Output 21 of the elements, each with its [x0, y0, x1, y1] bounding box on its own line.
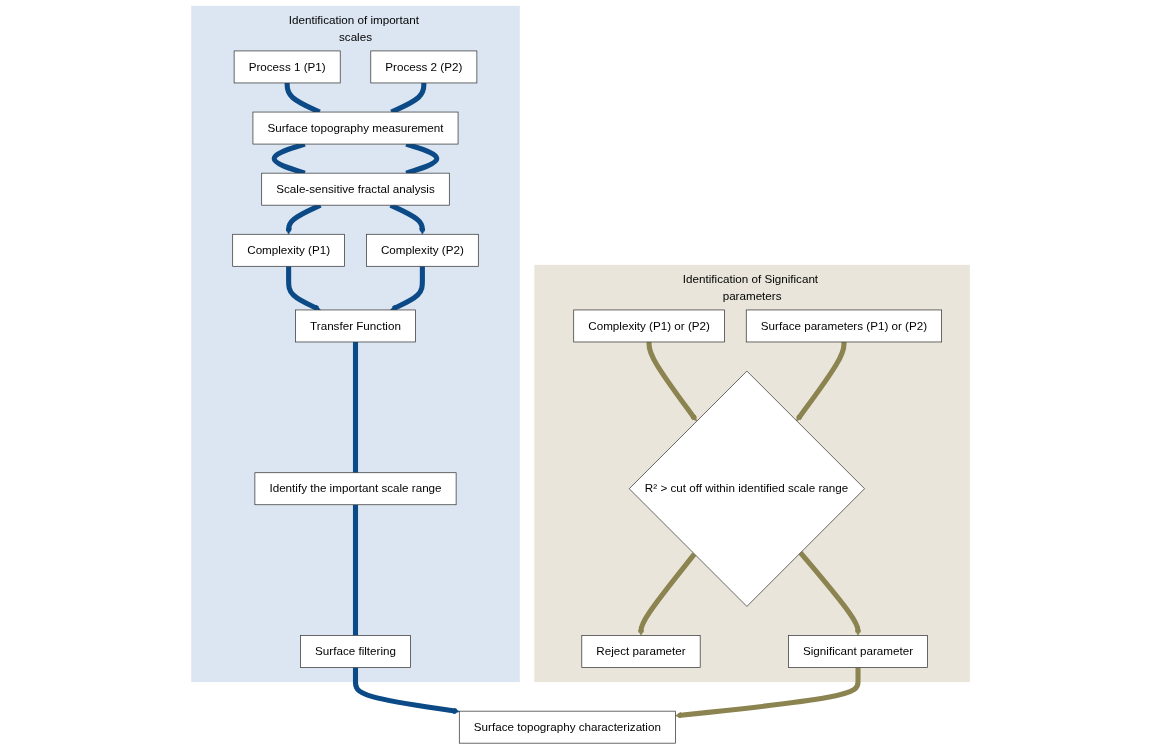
connector [352, 341, 359, 473]
node-box: Surface topography characterization [458, 710, 676, 744]
node-box: Transfer Function [295, 309, 416, 343]
node-box: Surface parameters (P1) or (P2) [745, 309, 942, 343]
arrow [798, 550, 862, 636]
connector [352, 504, 359, 636]
node-box: Significant parameter [788, 635, 928, 668]
node-box: Process 2 (P2) [370, 50, 478, 84]
node-box: Complexity (P1) or (P2) [573, 309, 725, 343]
node-box: Process 1 (P1) [233, 50, 341, 84]
node-box: Surface topography measurement [252, 111, 459, 145]
arrow [646, 341, 697, 422]
arrow [796, 341, 847, 422]
node-box: Complexity (P1) [232, 233, 345, 267]
node-box: Complexity (P2) [366, 233, 479, 267]
node-box: Scale-sensitive fractal analysis [261, 172, 450, 206]
node-box: Identify the important scale range [254, 472, 457, 506]
arrow [637, 552, 697, 636]
node-box: Reject parameter [581, 635, 701, 668]
node-box: Surface filtering [300, 635, 411, 668]
node-diamond: R² > cut off within identified scale range [628, 370, 865, 607]
